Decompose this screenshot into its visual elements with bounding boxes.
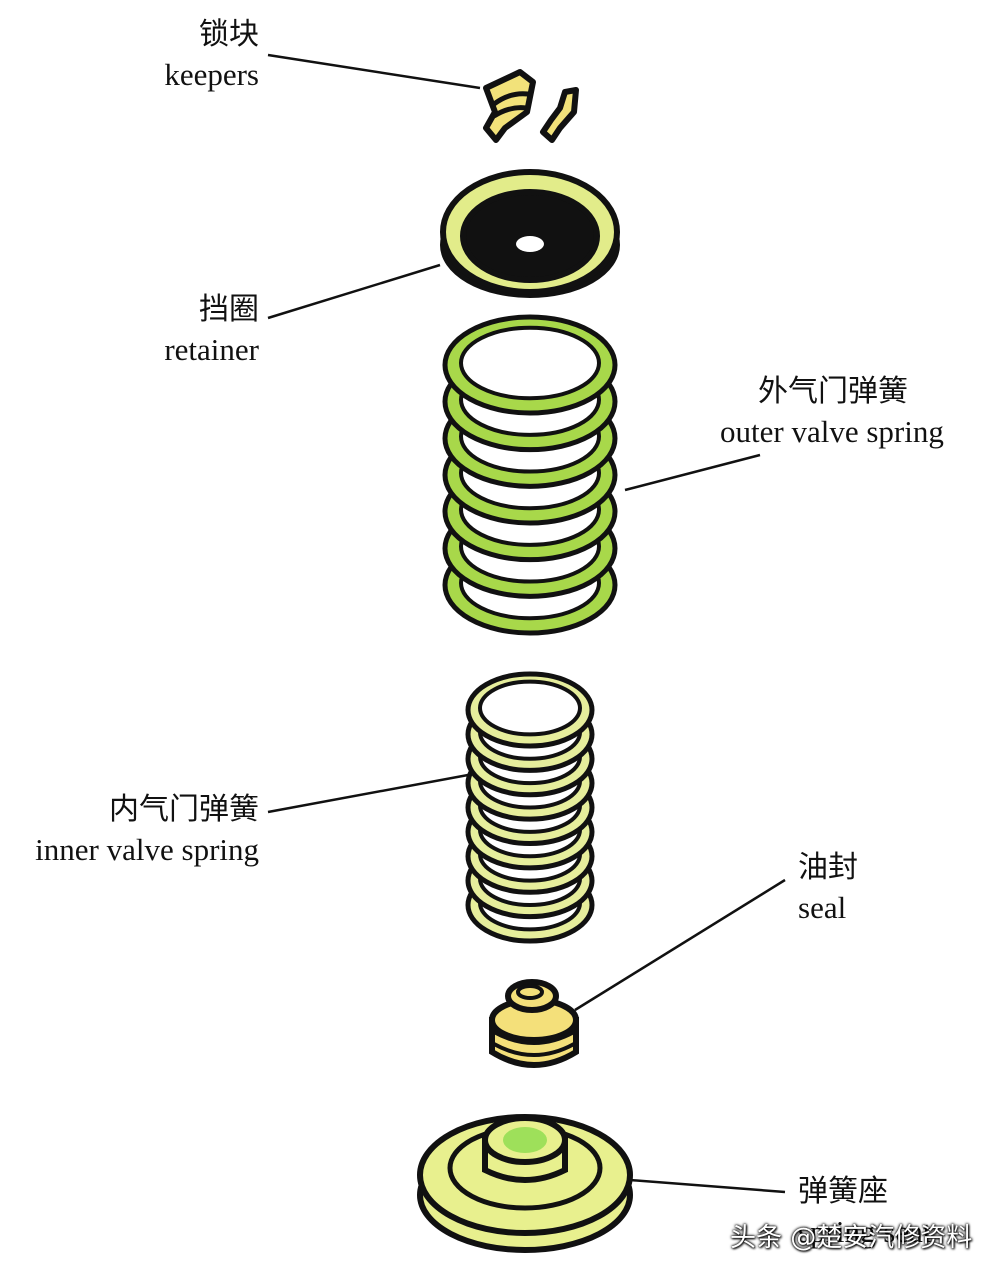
leader-line-inner-spring [267,773,469,814]
leader-lines [267,53,786,1194]
outer-spring-label: 外气门弹簧 outer valve spring [720,372,944,452]
seal-label: 油封 seal [798,848,858,928]
watermark: 头条 @楚安汽修资料 [730,1223,973,1253]
seal-ridge [493,1030,575,1045]
keeper-left [483,69,536,143]
keeper-right [540,87,579,143]
retainer-label-en: retainer [164,332,259,367]
inner-valve-spring-part [465,671,595,944]
retainer-label: 挡圈 retainer [164,290,259,370]
leader-line-keepers [267,53,481,90]
leader-line-seal [574,878,786,1012]
seat-hub-center [503,1127,547,1153]
seal-label-en: seal [798,890,847,925]
spring-seat-part [417,1114,633,1253]
keeper-left-ridge [492,105,527,119]
leader-line-outer-spring [624,453,761,492]
seal-part [489,979,579,1068]
inner-spring-label: 内气门弹簧 inner valve spring [35,790,259,870]
outer-spring-coil-inner [459,325,601,401]
inner-spring-label-en: inner valve spring [35,832,259,867]
seal-ridge [493,1042,575,1057]
keepers-label-zh: 锁块 [199,17,259,52]
spring-seat-label-en: spring seat [798,1214,932,1249]
seal-cap-inner [516,984,544,1000]
keeper-left-ridge [492,91,529,107]
retainer-hole [516,236,544,252]
outer-spring-label-en: outer valve spring [720,414,944,449]
leader-line-retainer [267,263,441,320]
spring-seat-label: 弹簧座 spring seat [798,1172,931,1252]
inner-spring-label-zh: 内气门弹簧 [109,792,259,827]
spring-seat-label-zh: 弹簧座 [798,1174,888,1209]
seal-label-zh: 油封 [798,850,858,885]
keepers-label: 锁块 keepers [164,15,259,95]
outer-valve-spring-part [442,314,618,636]
keepers-part [483,69,579,143]
retainer-label-zh: 挡圈 [199,292,259,327]
retainer-part [440,169,620,298]
keepers-label-en: keepers [164,57,259,92]
outer-spring-label-zh: 外气门弹簧 [758,374,908,409]
leader-line-spring-seat [629,1178,786,1194]
inner-spring-coil-inner [478,679,582,737]
